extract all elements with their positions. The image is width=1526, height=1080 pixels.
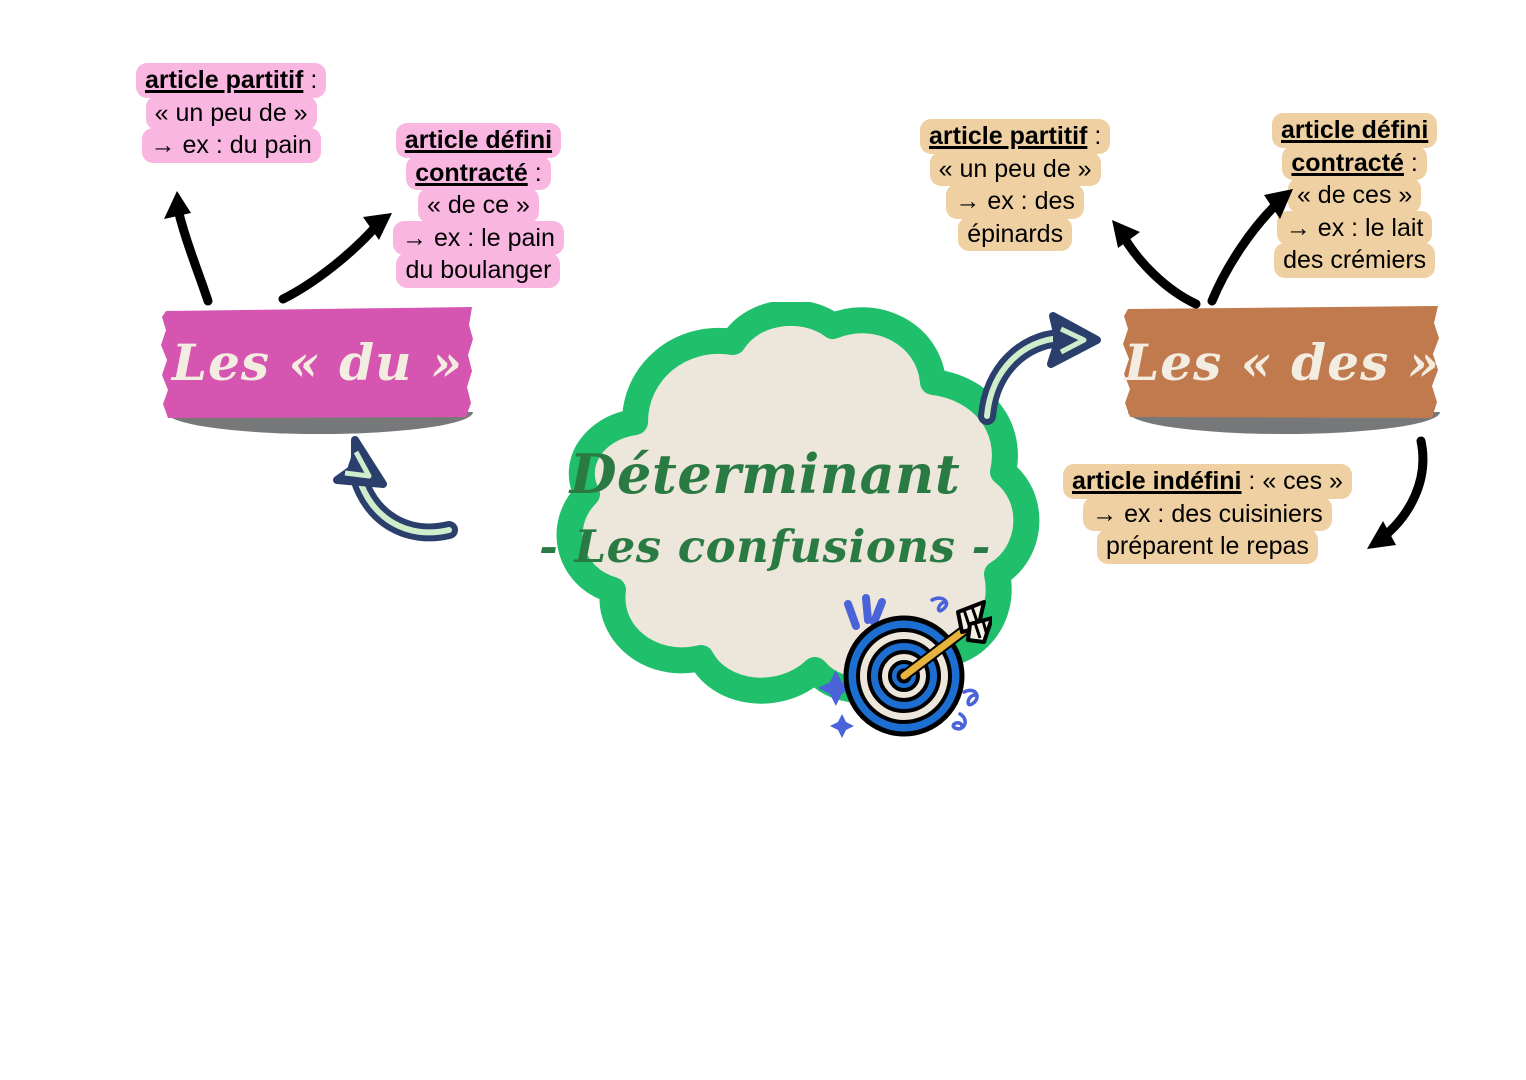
note-line: → ex : le pain [393, 220, 564, 255]
note-line: préparent le repas [1097, 529, 1318, 564]
note-line: du boulanger [396, 253, 561, 288]
note-des-indefini: article indéfini : « ces » → ex : des cu… [1063, 464, 1352, 564]
curved-arrow-icon [278, 213, 392, 304]
note-line: « un peu de » [929, 151, 1101, 186]
banner-strip: Les « des » [1122, 305, 1442, 420]
banner-les-des[interactable]: Les « des » [1122, 305, 1442, 434]
banner-label: Les « du » [171, 333, 464, 392]
note-line: article partitif : [136, 63, 327, 98]
banner-strip: Les « du » [160, 305, 475, 420]
note-des-defini-contracte: article défini contracté : « de ces » → … [1272, 113, 1438, 278]
blue-curved-arrow-icon [333, 436, 458, 542]
note-line: épinards [958, 216, 1073, 251]
note-line: → ex : le lait [1276, 210, 1433, 245]
curved-arrow-icon [1112, 220, 1201, 309]
note-line: → ex : des cuisiniers [1083, 496, 1332, 531]
note-line: → ex : du pain [141, 128, 321, 163]
note-line: article partitif : [920, 119, 1111, 154]
note-des-partitif: article partitif : « un peu de » → ex : … [920, 119, 1111, 251]
note-line: « de ce » [418, 188, 539, 223]
note-du-defini-contracte: article défini contracté : « de ce » → e… [393, 123, 564, 288]
note-line: article indéfini : « ces » [1063, 464, 1352, 499]
curved-arrow-icon [1367, 436, 1428, 549]
note-line: « de ces » [1287, 178, 1422, 213]
banner-les-du[interactable]: Les « du » [160, 305, 475, 434]
torn-paper-shape [161, 307, 473, 418]
note-line: « un peu de » [145, 95, 317, 130]
dartboard-graphic [818, 594, 994, 738]
banner-label: Les « des » [1124, 333, 1440, 392]
note-line: contracté : [406, 155, 551, 190]
note-line: des crémiers [1274, 243, 1436, 278]
confetti [818, 594, 979, 738]
note-du-partitif: article partitif : « un peu de » → ex : … [136, 63, 327, 163]
dartboard-icon [812, 588, 994, 743]
curved-arrow-icon [164, 191, 213, 306]
torn-paper-shape [1123, 306, 1439, 418]
note-line: contracté : [1282, 145, 1427, 180]
note-line: → ex : des [946, 184, 1084, 219]
note-line: article défini [395, 123, 562, 158]
note-line: article défini [1272, 113, 1438, 148]
